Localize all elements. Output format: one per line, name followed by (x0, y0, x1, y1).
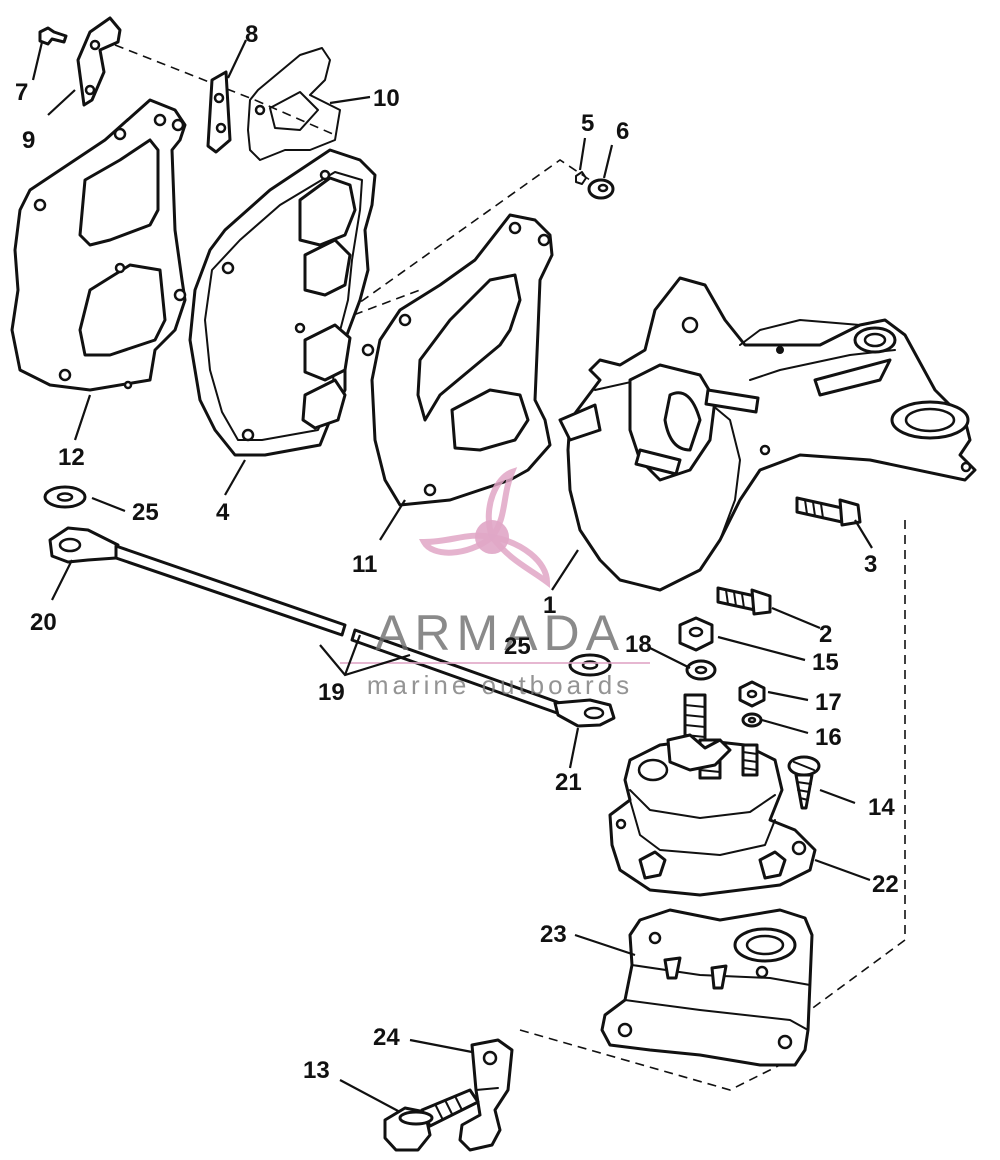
part-5-lockwasher (575, 171, 587, 185)
callout-2: 2 (819, 621, 832, 648)
callout-12: 12 (58, 444, 85, 471)
callout-7: 7 (15, 79, 28, 106)
callout-6: 6 (616, 118, 629, 145)
callout-25-mid: 25 (504, 633, 531, 660)
part-2-bolt (716, 586, 772, 616)
callout-5: 5 (581, 110, 594, 137)
part-3-bolt (795, 496, 862, 527)
watermark-propeller-icon (418, 467, 551, 589)
callout-8: 8 (245, 21, 258, 48)
watermark: ARMADA marine outboards (340, 467, 650, 700)
callout-22: 22 (872, 871, 899, 898)
part-15-nut (678, 616, 714, 652)
part-9-bracket (76, 16, 122, 107)
part-11-gasket (361, 213, 554, 507)
callout-3: 3 (864, 551, 877, 578)
part-24-clamp (458, 1038, 514, 1152)
part-7-screw (38, 26, 68, 46)
callout-17: 17 (815, 689, 842, 716)
watermark-hub (475, 520, 509, 554)
callout-25-top: 25 (132, 499, 159, 526)
callout-labels: 7 9 8 10 5 6 12 4 25 11 3 2 1 20 15 18 2… (15, 21, 899, 1084)
part-16-washer (741, 712, 763, 728)
part-1-housing (558, 276, 977, 592)
callout-11: 11 (352, 551, 377, 578)
callout-9: 9 (22, 127, 35, 154)
part-13-bolt (383, 1088, 480, 1152)
callout-20: 20 (30, 609, 57, 636)
part-21-lead-wire (350, 628, 616, 728)
part-23-bracket (600, 908, 814, 1067)
callout-10: 10 (373, 85, 400, 112)
part-4-adapter-plate (188, 148, 377, 457)
watermark-brand: ARMADA (375, 605, 625, 661)
leader-lines (31, 39, 873, 1113)
part-20-lead-wire (48, 526, 347, 637)
part-25-washer-mid (568, 653, 612, 677)
callout-23: 23 (540, 921, 567, 948)
callout-21: 21 (555, 769, 582, 796)
callout-1: 1 (543, 592, 556, 619)
callout-4: 4 (216, 499, 230, 526)
part-8-link-plate (206, 70, 232, 154)
part-14-screw (787, 755, 821, 810)
part-18-lockwasher (685, 659, 717, 681)
callout-19: 19 (318, 679, 345, 706)
callout-16: 16 (815, 724, 842, 751)
watermark-tagline: marine outboards (367, 670, 633, 700)
part-22-solenoid (608, 693, 817, 897)
callout-24: 24 (373, 1024, 400, 1051)
part-12-gasket (10, 98, 187, 392)
callout-14: 14 (868, 794, 895, 821)
part-25-washer-top (43, 485, 87, 509)
part-10-gasket (247, 47, 341, 161)
part-6-spacer (587, 178, 615, 200)
part-17-nut (738, 680, 766, 708)
callout-13: 13 (303, 1057, 330, 1084)
callout-18: 18 (625, 631, 652, 658)
callout-15: 15 (812, 649, 839, 676)
